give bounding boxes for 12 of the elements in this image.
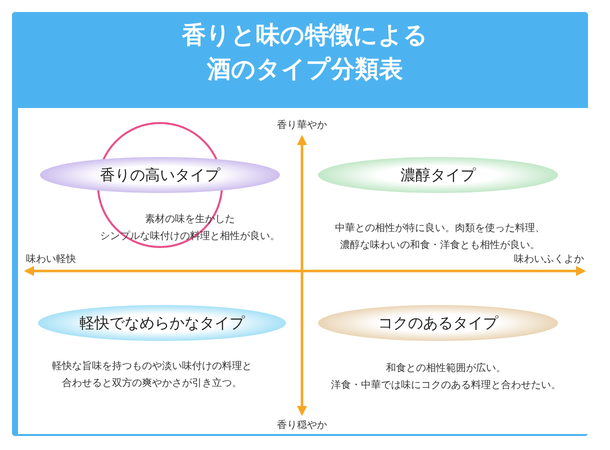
type-heading: 濃醇タイプ (400, 166, 476, 184)
title: 香りと味の特徴による酒のタイプ分類表 (180, 20, 429, 85)
description-text: 和食との相性範囲が広い。洋食・中華では味にコクのある料理と合わせたい。 (331, 362, 561, 393)
description-text: 軽快な旨味を持つものや淡い味付けの料理と合わせると双方の爽やかさが引き立つ。 (52, 360, 252, 391)
description-text: 中華との相性が特に良い。肉類を使った料理、濃醇な味わいの和食・洋食とも相性が良い。 (335, 222, 545, 253)
type-heading: 軽快でなめらかなタイプ (80, 314, 244, 332)
axis-label: 味わいふくよか (514, 252, 584, 266)
axis-label: 香り華やか (277, 118, 327, 132)
type-heading: 香りの高いタイプ (100, 166, 220, 184)
type-heading: コクのあるタイプ (378, 314, 498, 332)
axis-label: 味わい軽快 (26, 252, 76, 266)
axis-label: 香り穏やか (277, 418, 327, 432)
